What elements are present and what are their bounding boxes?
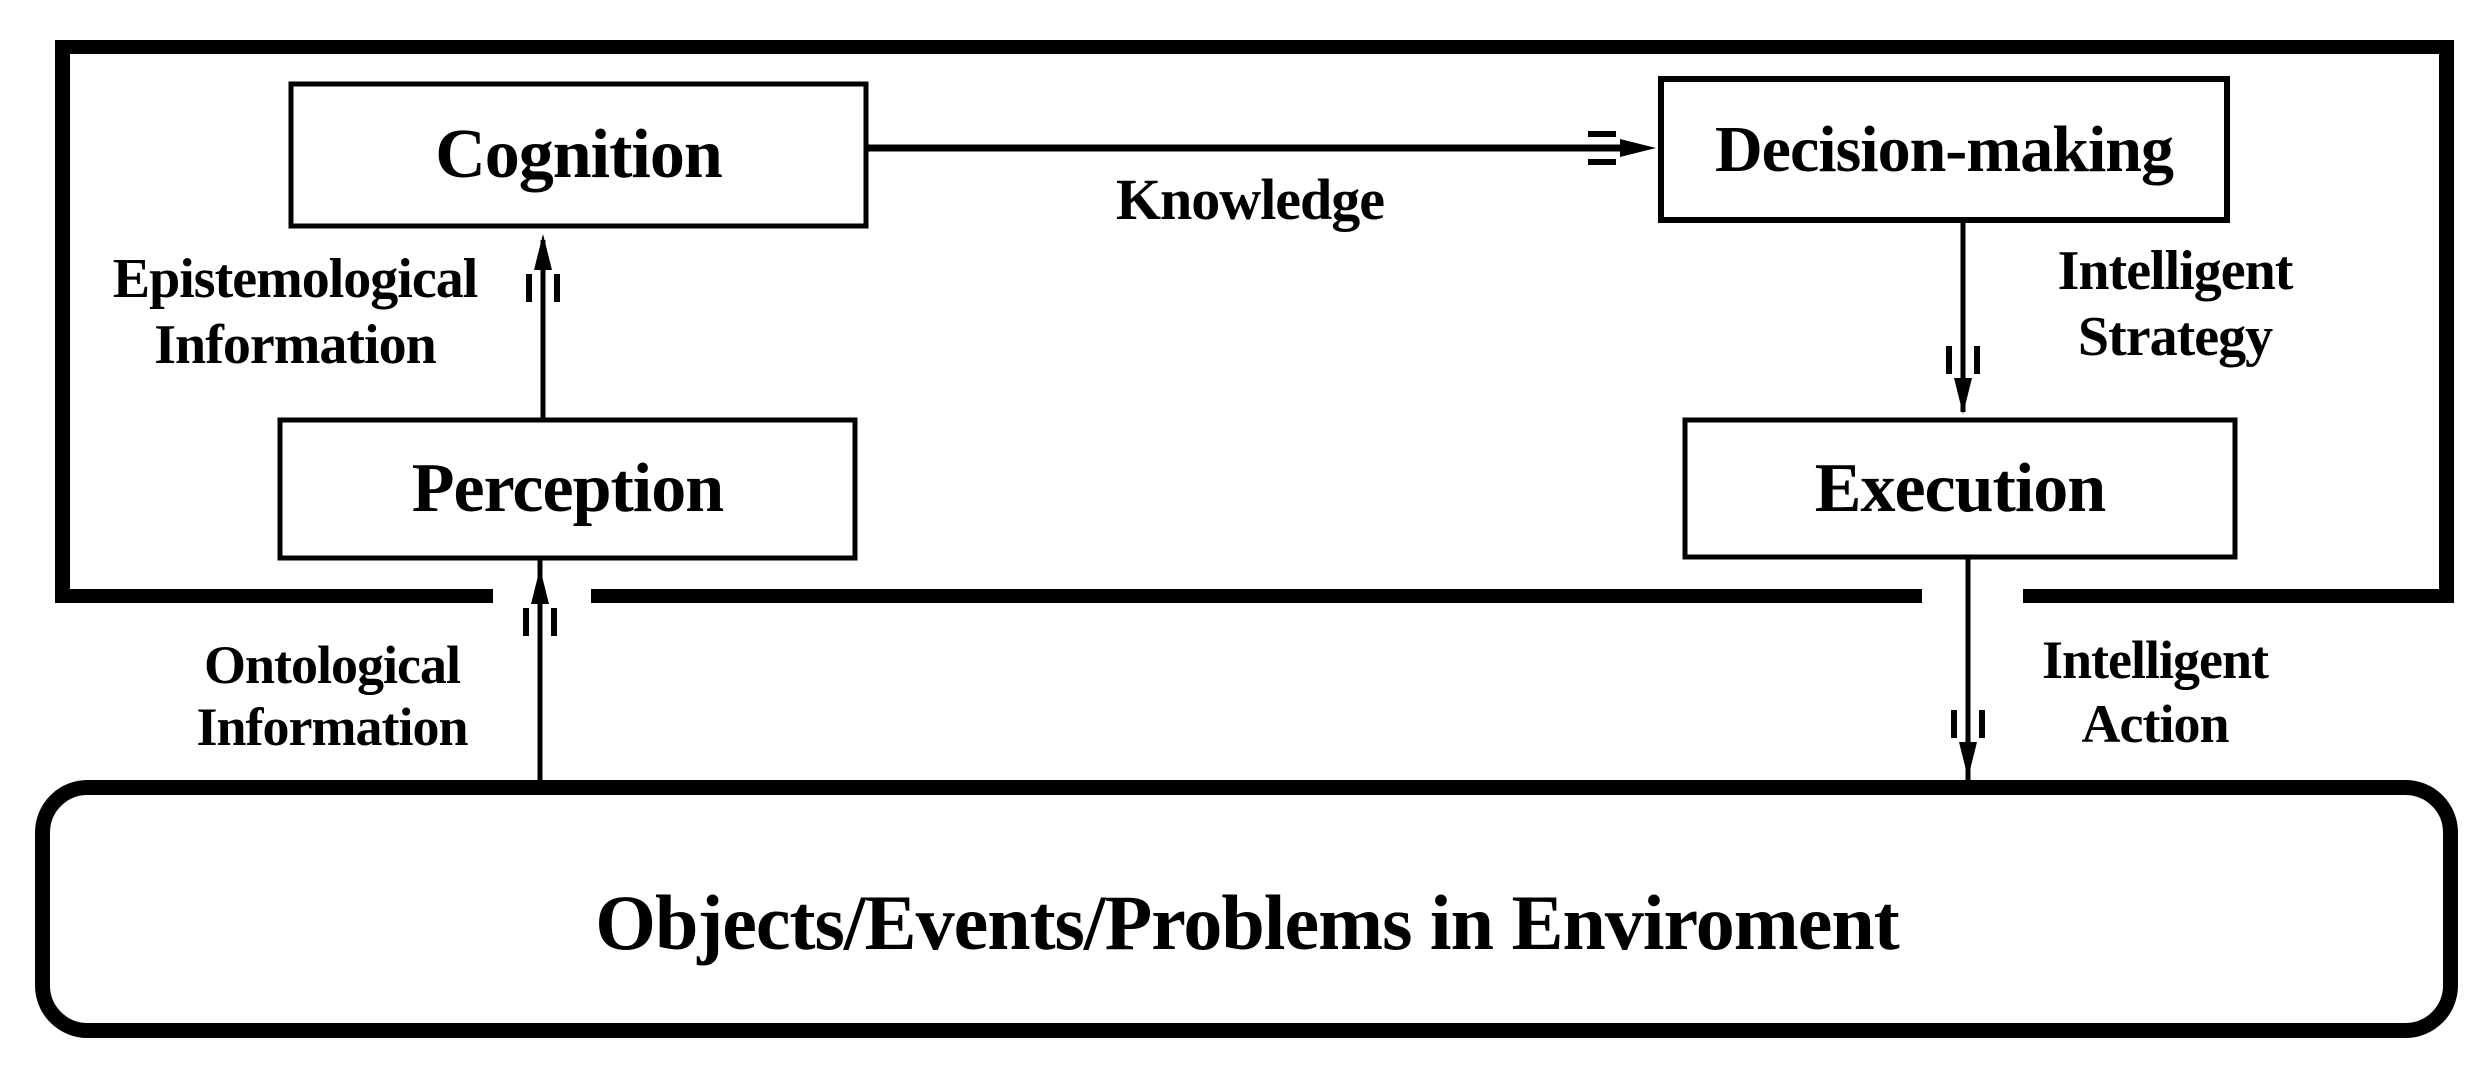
decision-making-label: Decision-making: [1714, 112, 2174, 186]
arrow-knowledge: [866, 131, 1656, 165]
epistemological-information-line2: Information: [154, 314, 436, 376]
intelligent-action-line2: Action: [2081, 694, 2230, 754]
epistemological-information-edge-label: Epistemological Information: [60, 246, 530, 378]
cognition-box: [288, 81, 869, 229]
decision-making-box: [1658, 76, 2230, 223]
system-boundary-right: [2439, 40, 2454, 603]
arrow-ontological: [523, 558, 557, 787]
system-boundary: [55, 40, 2454, 603]
knowledge-edge-label: Knowledge: [1115, 167, 1385, 232]
environment-box: [35, 780, 2458, 1038]
arrow-epistemological: [526, 234, 560, 420]
system-boundary-bottom-right-segment: [2023, 589, 2454, 603]
perception-label: Perception: [411, 450, 724, 527]
system-boundary-top: [55, 40, 2454, 54]
intelligent-strategy-edge-label: Intelligent Strategy: [1940, 238, 2410, 370]
arrow-strategy: [1946, 220, 1980, 414]
intelligent-action-edge-label: Intelligent Action: [1920, 628, 2390, 756]
intelligent-action-line1: Intelligent: [2042, 630, 2269, 690]
perception-box: [277, 417, 858, 561]
ontological-information-line1: Ontological: [204, 635, 461, 695]
intelligent-strategy-line1: Intelligent: [2057, 240, 2294, 302]
system-boundary-bottom-middle-segment: [591, 589, 1922, 603]
ontological-information-line2: Information: [196, 697, 469, 757]
ontological-information-edge-label: Ontological Information: [97, 634, 567, 758]
epistemological-information-line1: Epistemological: [112, 248, 479, 310]
execution-box: [1682, 417, 2238, 560]
environment-label: Objects/Events/Problems in Enviroment: [595, 878, 1899, 966]
system-boundary-bottom-left-segment: [55, 589, 493, 603]
cognition-label: Cognition: [435, 116, 723, 193]
system-boundary-left: [55, 40, 70, 603]
execution-label: Execution: [1814, 449, 2106, 527]
arrow-action: [1951, 556, 1985, 780]
intelligent-strategy-line2: Strategy: [2077, 306, 2273, 368]
